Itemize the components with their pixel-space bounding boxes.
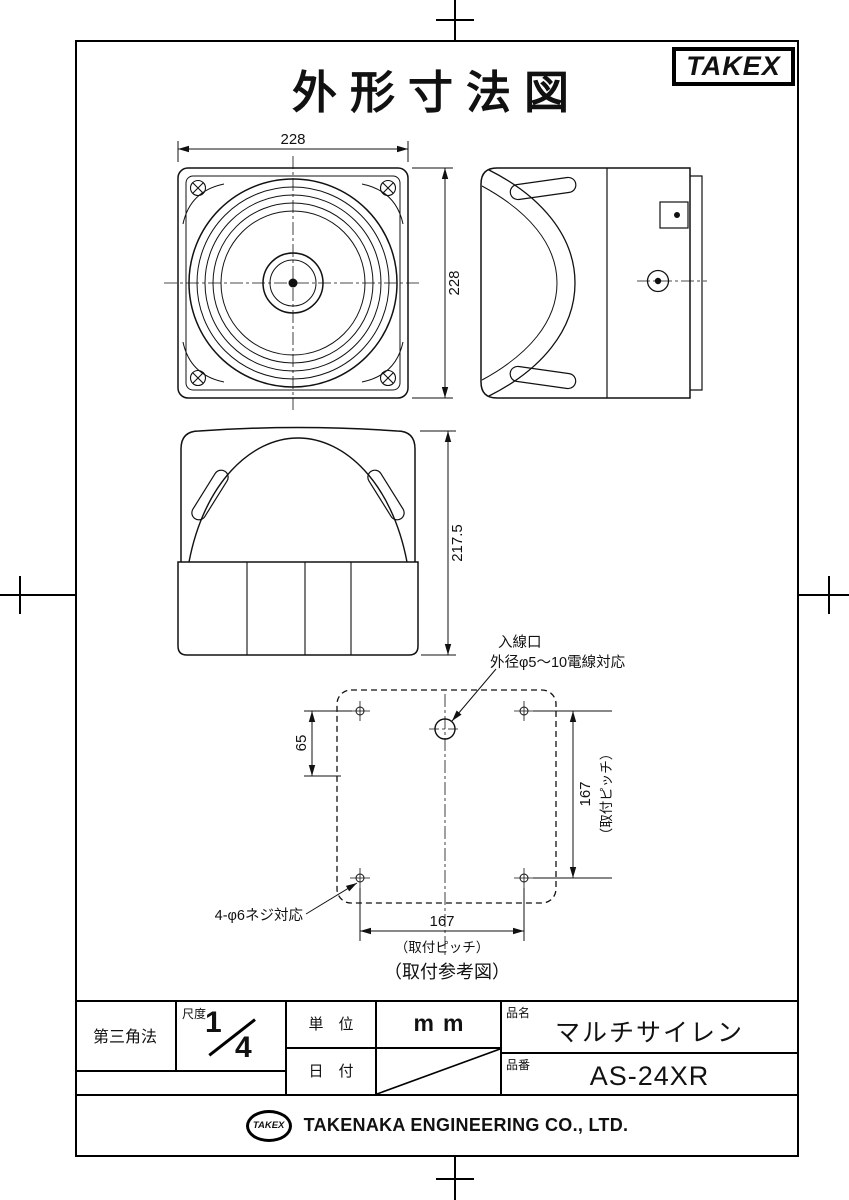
entry-label-line2: 外径φ5～10電線対応 [490,654,626,671]
unit-value-cell: mm [377,1000,500,1047]
divider [285,1047,502,1049]
horizontal-pitch-note: （取付ピッチ） [395,940,490,955]
divider [175,1000,177,1072]
product-name-label: 品名 [506,1006,531,1020]
mounting-caption: （取付参考図） [384,962,510,982]
scale-value: 1 4 [177,1000,285,1070]
screw-note: 4-φ6ネジ対応 [215,907,304,924]
product-name: マルチサイレン [554,1019,744,1047]
unit-value: mm [413,1010,473,1036]
entry-label-line1: 入線口 [498,634,542,651]
mounting-view [336,689,557,956]
takex-logo-text: TAKEX [686,51,781,81]
projection-method: 第三角法 [92,1029,157,1046]
dim-entry-offset: 65 [293,735,310,752]
takex-seal-icon: TAKEX [245,1109,292,1142]
dim-vertical-pitch: 167 [577,781,594,806]
front-view-centerlines [164,156,422,410]
dim-horizontal-pitch: 167 [429,913,454,930]
dim-front-width: 228 [280,131,305,148]
scale-label: 尺度 [182,1007,207,1021]
dim-front-height: 228 [446,270,463,295]
scale-numerator: 1 [205,1006,222,1039]
mounting-holes [350,701,534,888]
takex-logo: TAKEX [672,47,795,86]
drawing-labels: 228 228 217.5 65 167 （取付ピッチ） 167 （取付ピッチ）… [215,131,626,982]
registration-mark-left-tick [19,576,21,614]
dim-total-height: 217.5 [449,524,466,562]
page-title: 外形寸法図 [291,67,582,118]
product-name-cell: マルチサイレン [500,1012,799,1050]
dimension-arrows [178,145,577,935]
registration-mark-right [798,594,849,596]
scale-denominator: 4 [235,1031,252,1064]
model-label: 品番 [506,1058,531,1072]
bottom-view [177,426,419,656]
corner-screws [189,179,397,387]
model-number: AS-24XR [589,1060,710,1091]
technical-drawing: 228 228 217.5 65 167 （取付ピッチ） 167 （取付ピッチ）… [164,131,707,982]
registration-mark-right-tick [828,576,830,614]
side-view [480,167,703,399]
takex-seal-text: TAKEX [252,1120,285,1131]
registration-mark-left [0,594,76,596]
divider [75,1070,287,1072]
vertical-pitch-note: （取付ピッチ） [599,747,614,842]
dimension-lines [177,141,612,941]
divider [75,1094,799,1096]
footer: TAKEX TAKENAKA ENGINEERING CO., LTD. [75,1096,799,1155]
divider [500,1052,799,1054]
company-name: TAKENAKA ENGINEERING CO., LTD. [303,1115,629,1135]
date-blank-slash [377,1049,500,1094]
divider [75,1000,799,1002]
registration-mark-top-tick [436,19,474,21]
model-cell: AS-24XR [500,1058,799,1094]
unit-label: 単 位 [308,1016,354,1033]
registration-mark-bottom-tick [436,1178,474,1180]
sheet-border [75,40,799,1157]
date-label: 日 付 [308,1063,354,1080]
